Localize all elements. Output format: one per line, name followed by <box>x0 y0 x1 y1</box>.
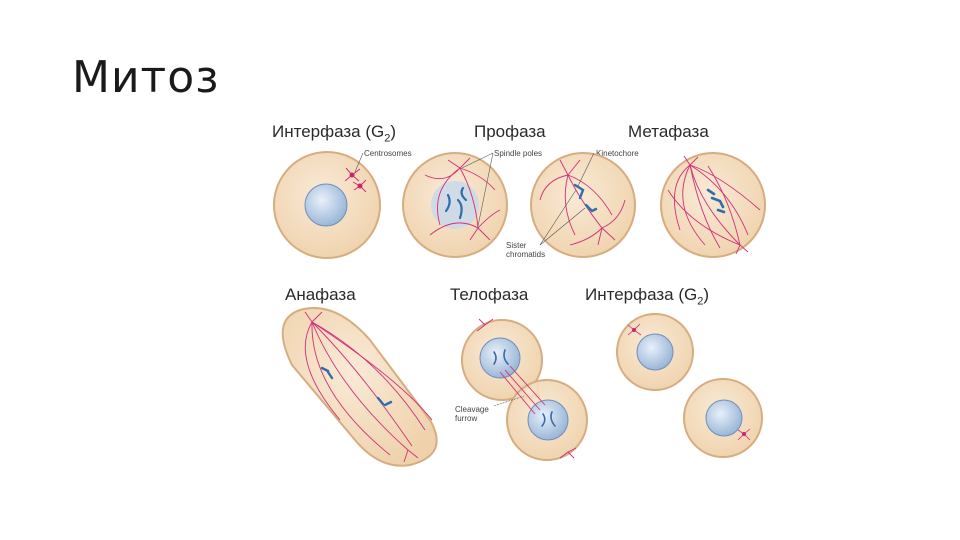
cell-interphase-daughter-2 <box>683 378 763 458</box>
label-anaphase: Анафаза <box>285 285 356 304</box>
prometaphase-spindle <box>539 159 626 246</box>
label-metaphase: Метафаза <box>628 122 709 141</box>
prophase-chromosomes <box>444 186 468 220</box>
anaphase-chromosomes <box>320 366 393 407</box>
cell-prophase <box>402 152 508 258</box>
cell-interphase-top <box>273 151 381 259</box>
cell-metaphase <box>660 152 766 258</box>
prometaphase-chromosomes <box>573 183 598 213</box>
cell-prometaphase <box>530 152 636 258</box>
telophase-spindle <box>476 318 577 459</box>
annotation-spindle-poles: Spindle poles <box>494 149 543 158</box>
cell-anaphase <box>281 307 438 467</box>
cell-interphase-daughter-1 <box>616 313 694 391</box>
label-interphase-bottom: Интерфаза (G2) <box>585 285 710 308</box>
prophase-spindle <box>424 157 501 241</box>
metaphase-chromosomes <box>706 188 726 214</box>
metaphase-spindle <box>667 155 761 255</box>
annotation-centrosomes: Centrosomes <box>364 149 412 158</box>
label-interphase-top: Интерфаза (G2) <box>272 122 397 145</box>
slide-title: Митоз <box>72 52 220 103</box>
label-prophase: Профаза <box>474 122 546 141</box>
cell-telophase <box>461 318 588 461</box>
telophase-chromatin <box>493 349 556 427</box>
annotation-kinetochore: Kinetochore <box>596 149 639 158</box>
anaphase-spindle <box>304 311 433 463</box>
label-telophase: Телофаза <box>450 285 529 304</box>
